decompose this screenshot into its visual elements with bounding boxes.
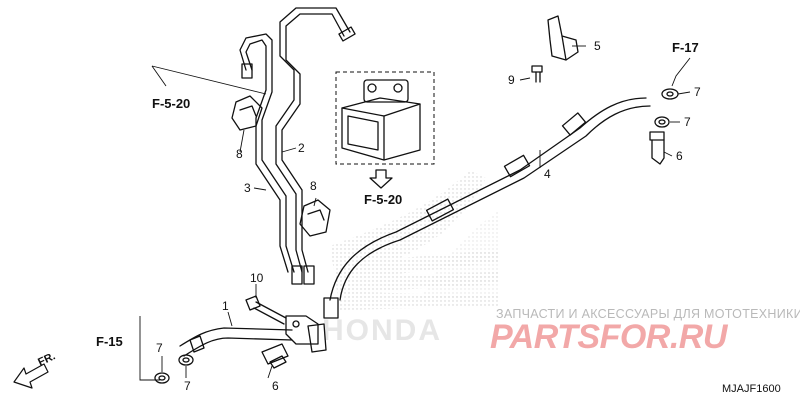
callout-7-mid: 7 xyxy=(684,115,691,129)
pipe-fitting-top xyxy=(338,26,356,42)
callout-2: 2 xyxy=(298,141,305,155)
front-direction-label: FR. xyxy=(36,350,57,368)
washer-7-mid[interactable] xyxy=(654,116,670,128)
callout-6-right: 6 xyxy=(676,149,683,163)
callout-10: 10 xyxy=(250,271,264,285)
washer-7-bm[interactable] xyxy=(178,354,194,366)
washer-7-top[interactable] xyxy=(661,88,679,100)
leader-lines xyxy=(139,45,691,381)
ref-f-15[interactable]: F-15 xyxy=(96,334,123,349)
callout-3: 3 xyxy=(244,181,251,195)
ref-arrow-down xyxy=(369,169,393,189)
ref-f-5-20-left[interactable]: F-5-20 xyxy=(152,96,190,111)
washer-7-bl[interactable] xyxy=(154,372,170,384)
pipe-clamp-8-mid[interactable] xyxy=(299,199,331,237)
banjo-bolt-6-right[interactable] xyxy=(649,131,665,165)
bracket-5[interactable] xyxy=(547,15,579,61)
callout-8-top: 8 xyxy=(236,147,243,161)
pipe-fitting-left xyxy=(241,63,253,79)
callout-9: 9 xyxy=(508,73,515,87)
brake-pipe-2[interactable] xyxy=(275,7,351,273)
bolt-10[interactable] xyxy=(245,295,287,325)
ref-f-17[interactable]: F-17 xyxy=(672,40,699,55)
honda-wing-watermark: HONDA xyxy=(322,170,500,347)
pipe-clamp-8-top[interactable] xyxy=(231,95,263,131)
callout-7-bl: 7 xyxy=(156,341,163,355)
diagram-code: MJAJF1600 xyxy=(722,383,781,395)
pipe-fitting-lower-a xyxy=(291,265,303,285)
callout-7-bm: 7 xyxy=(184,379,191,393)
brake-pipe-3[interactable] xyxy=(239,33,295,273)
callout-6-bottom: 6 xyxy=(272,379,279,393)
callout-5: 5 xyxy=(594,39,601,53)
callout-8-mid: 8 xyxy=(310,179,317,193)
watermark-brand: PARTSFOR.RU xyxy=(490,318,729,356)
honda-logo-text: HONDA xyxy=(322,314,442,347)
callout-1: 1 xyxy=(222,299,229,313)
pipe-fitting-lower-b xyxy=(303,265,315,285)
abs-modulator-box xyxy=(335,71,435,165)
callout-7-top: 7 xyxy=(694,85,701,99)
banjo-bolt-6-bottom[interactable] xyxy=(261,343,289,369)
brake-hose-1[interactable] xyxy=(179,327,293,357)
abs-modulator[interactable] xyxy=(341,79,421,161)
ref-f-5-20-abs[interactable]: F-5-20 xyxy=(364,192,402,207)
watermark-tagline: ЗАПЧАСТИ И АКСЕССУАРЫ ДЛЯ МОТОТЕХНИКИ xyxy=(496,307,800,321)
brake-joint[interactable] xyxy=(285,315,327,353)
brake-hose-4[interactable] xyxy=(323,97,651,319)
front-direction-arrow-icon xyxy=(13,363,49,389)
callout-4: 4 xyxy=(544,167,551,181)
bolt-9[interactable] xyxy=(531,65,543,83)
